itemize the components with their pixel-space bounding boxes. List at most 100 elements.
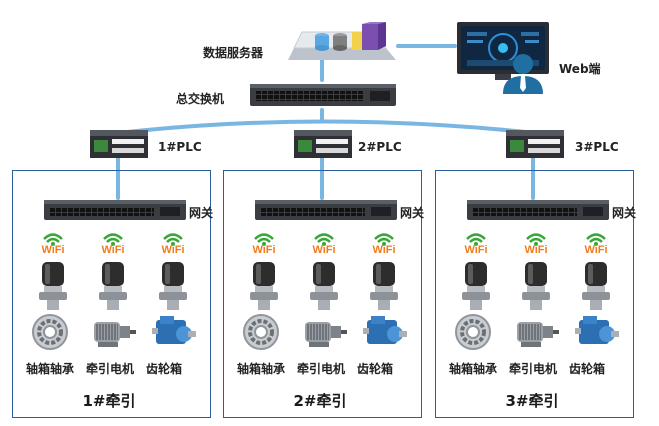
- vibration-sensor: [367, 262, 401, 312]
- component-label: 牵引电机: [297, 362, 346, 376]
- server-label: 数据服务器: [203, 46, 264, 60]
- switch-icon: [44, 200, 186, 220]
- wifi-icon: WiFi: [161, 233, 185, 256]
- group-title: 2#牵引: [293, 392, 347, 410]
- group-title: 3#牵引: [505, 392, 559, 410]
- traction-motor: [513, 314, 559, 350]
- component-label: 齿轮箱: [357, 362, 394, 376]
- svg-text:WiFi: WiFi: [584, 244, 607, 254]
- traction-motor: [301, 314, 347, 350]
- vibration-sensor: [459, 262, 493, 312]
- sensor-icon: [582, 262, 610, 310]
- core-switch-label: 总交换机: [176, 92, 225, 106]
- traction-motor-icon: [517, 322, 559, 347]
- switch-icon: [255, 200, 397, 220]
- gearbox: [573, 314, 619, 350]
- gateway-switch-1: [44, 198, 186, 222]
- wifi-icon: WiFi: [584, 233, 608, 256]
- wifi-icon: WiFi: [524, 233, 548, 256]
- plc-icon: [506, 130, 564, 158]
- traction-motor-icon: [305, 322, 347, 347]
- sensor-icon: [159, 262, 187, 310]
- wifi-module: WiFi: [575, 230, 617, 256]
- server-icon: [288, 22, 396, 60]
- sensor-icon: [99, 262, 127, 310]
- wifi-module: WiFi: [243, 230, 285, 256]
- wifi-icon: WiFi: [252, 233, 276, 256]
- vibration-sensor: [579, 262, 613, 312]
- plc-2: [294, 130, 352, 160]
- plc-icon: [90, 130, 148, 158]
- switch-icon: [250, 84, 396, 106]
- traction-motor: [90, 314, 136, 350]
- sensor-icon: [310, 262, 338, 310]
- monitor-user-icon: [457, 22, 549, 94]
- plc-label: 2#PLC: [358, 140, 402, 154]
- sensor-icon: [462, 262, 490, 310]
- wifi-module: WiFi: [455, 230, 497, 256]
- svg-text:WiFi: WiFi: [161, 244, 184, 254]
- svg-text:WiFi: WiFi: [312, 244, 335, 254]
- plc-1: [90, 130, 148, 160]
- vibration-sensor: [156, 262, 190, 312]
- wifi-module: WiFi: [363, 230, 405, 256]
- svg-text:WiFi: WiFi: [41, 244, 64, 254]
- svg-text:WiFi: WiFi: [464, 244, 487, 254]
- gateway-switch-2: [255, 198, 397, 222]
- traction-motor-icon: [94, 322, 136, 347]
- wifi-module: WiFi: [152, 230, 194, 256]
- svg-text:WiFi: WiFi: [101, 244, 124, 254]
- wifi-icon: WiFi: [312, 233, 336, 256]
- plc-label: 3#PLC: [575, 140, 619, 154]
- component-label: 牵引电机: [86, 362, 135, 376]
- wifi-icon: WiFi: [464, 233, 488, 256]
- svg-text:WiFi: WiFi: [252, 244, 275, 254]
- bearing: [453, 314, 499, 350]
- gearbox: [150, 314, 196, 350]
- group-title: 1#牵引: [82, 392, 136, 410]
- bearing: [241, 314, 287, 350]
- plc-3: [506, 130, 564, 160]
- component-label: 齿轮箱: [569, 362, 606, 376]
- gateway-switch-3: [467, 198, 609, 222]
- vibration-sensor: [247, 262, 281, 312]
- vibration-sensor: [307, 262, 341, 312]
- wifi-module: WiFi: [303, 230, 345, 256]
- gateway-label: 网关: [189, 206, 214, 220]
- sensor-icon: [522, 262, 550, 310]
- component-label: 牵引电机: [509, 362, 558, 376]
- bearing-icon: [455, 314, 491, 350]
- gearbox-icon: [152, 316, 196, 344]
- plc-icon: [294, 130, 352, 158]
- traction-group-1: [12, 170, 211, 418]
- svg-text:WiFi: WiFi: [372, 244, 395, 254]
- component-label: 齿轮箱: [146, 362, 183, 376]
- wifi-icon: WiFi: [41, 233, 65, 256]
- bearing: [30, 314, 76, 350]
- vibration-sensor: [96, 262, 130, 312]
- gearbox: [361, 314, 407, 350]
- core-plc-link: [116, 119, 537, 135]
- sensor-icon: [250, 262, 278, 310]
- svg-text:WiFi: WiFi: [524, 244, 547, 254]
- vibration-sensor: [519, 262, 553, 312]
- gearbox-icon: [575, 316, 619, 344]
- sensor-icon: [370, 262, 398, 310]
- gateway-label: 网关: [612, 206, 637, 220]
- wifi-icon: WiFi: [101, 233, 125, 256]
- wifi-module: WiFi: [515, 230, 557, 256]
- web-label: Web端: [559, 62, 601, 76]
- wifi-module: WiFi: [32, 230, 74, 256]
- wifi-icon: WiFi: [372, 233, 396, 256]
- component-label: 轴箱轴承: [237, 362, 286, 376]
- gateway-label: 网关: [400, 206, 425, 220]
- bearing-icon: [243, 314, 279, 350]
- wifi-module: WiFi: [92, 230, 134, 256]
- plc-label: 1#PLC: [158, 140, 202, 154]
- gearbox-icon: [363, 316, 407, 344]
- traction-group-3: [435, 170, 634, 418]
- web-client: [455, 20, 555, 94]
- data-server: [288, 22, 398, 62]
